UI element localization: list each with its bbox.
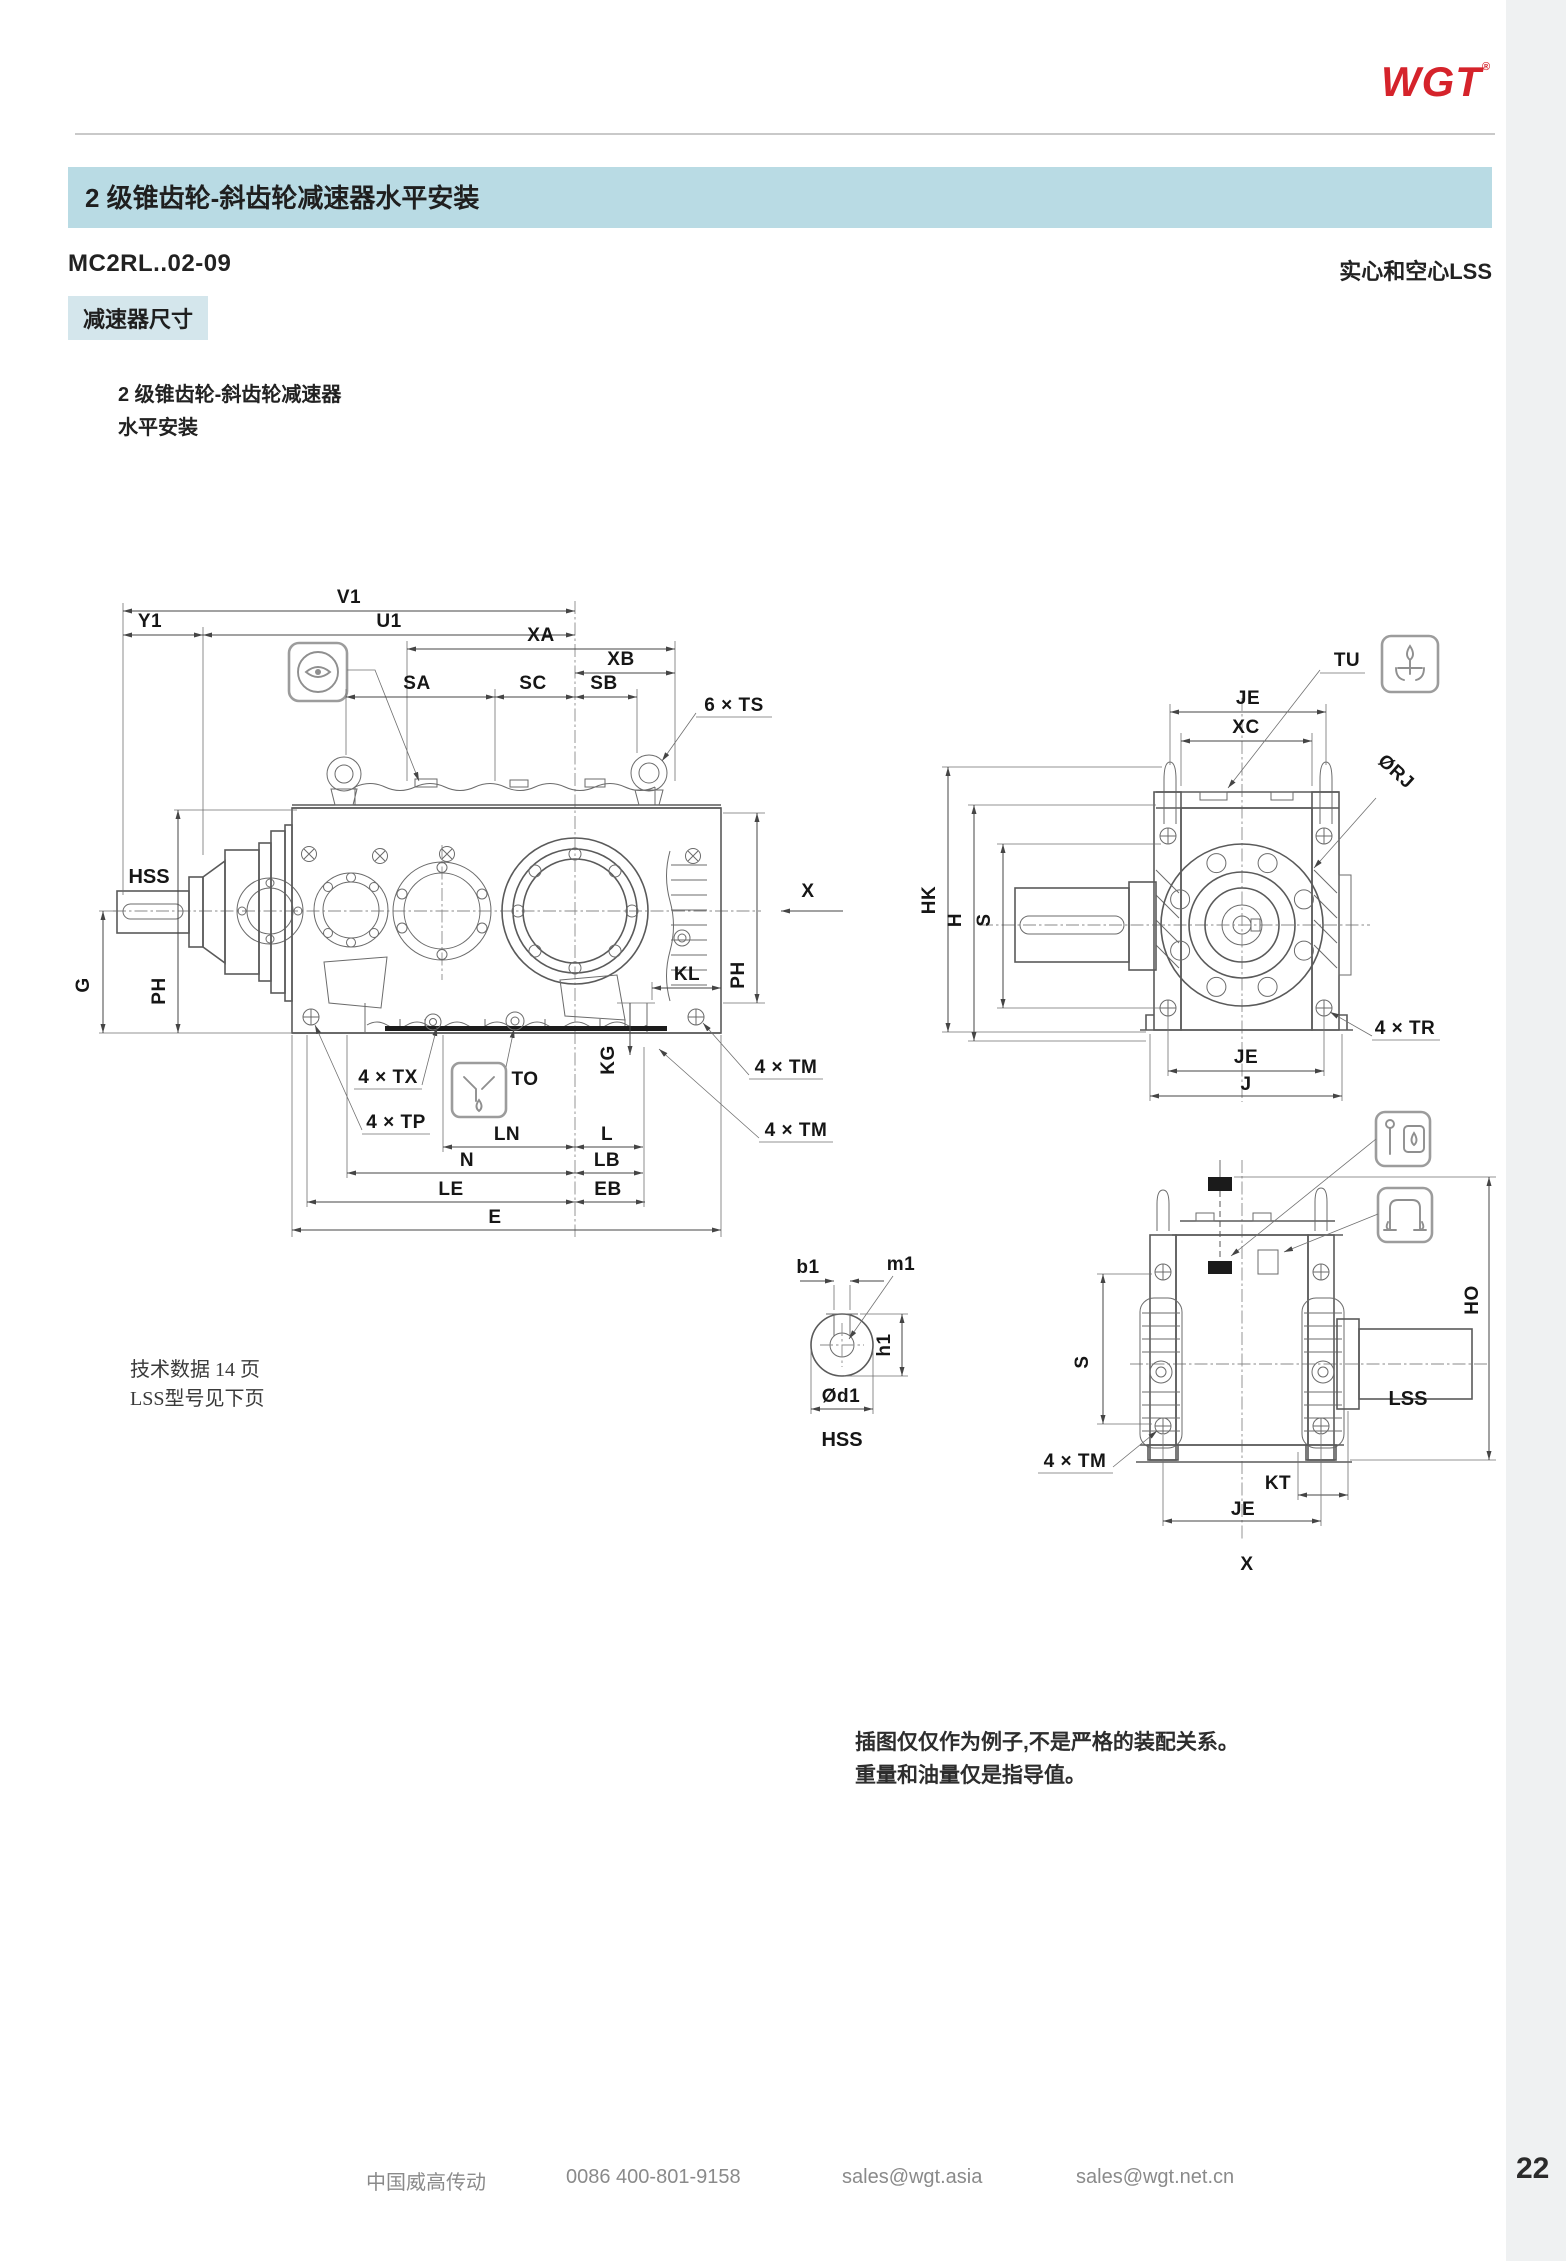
breather-icon bbox=[1380, 634, 1440, 694]
oil-drain-icon bbox=[450, 1028, 515, 1119]
dim-label-sb: SB bbox=[590, 673, 617, 694]
dim-label-b1: b1 bbox=[796, 1257, 819, 1278]
shaft-end-section bbox=[810, 1313, 874, 1377]
subtitle-line1: 2 级锥齿轮-斜齿轮减速器 bbox=[118, 384, 342, 406]
wgt-logo-text: WGT bbox=[1381, 58, 1482, 105]
dim-label-lb: LB bbox=[594, 1150, 620, 1171]
dim-label-y1: Y1 bbox=[138, 611, 162, 632]
dim-label-ph-left: PH bbox=[149, 977, 170, 1004]
dim-label-ln: LN bbox=[494, 1124, 520, 1145]
end-view-drawing: TU JE XC ØRJ HK H S 4 × TR JE J bbox=[919, 634, 1440, 1102]
dim-label-eb: EB bbox=[594, 1179, 621, 1200]
model-code: MC2RL..02-09 bbox=[68, 250, 232, 277]
shaft-end-dimensions bbox=[800, 1275, 908, 1414]
subtitle-line2: 水平安装 bbox=[118, 417, 198, 439]
shaft-label-hss: HSS bbox=[128, 866, 169, 888]
footer-email-primary: sales@wgt.asia bbox=[842, 2166, 983, 2188]
disclaimer-line2: 重量和油量仅是指导值。 bbox=[855, 1764, 1086, 1787]
side-view-labels: HO S LSS 4 × TM KT JE X bbox=[1044, 1285, 1483, 1575]
dim-label-to: TO bbox=[511, 1069, 538, 1090]
dim-label-d1: Ød1 bbox=[822, 1386, 860, 1407]
front-view-dimensions bbox=[99, 603, 843, 1237]
dim-label-tp: 4 × TP bbox=[366, 1112, 426, 1133]
header-divider bbox=[75, 133, 1495, 135]
registered-mark: ® bbox=[1481, 61, 1492, 73]
dim-label-kt: KT bbox=[1265, 1473, 1291, 1494]
front-view-labels: V1 Y1 U1 XA XB SA SC SB 6 × TS HSS G PH … bbox=[73, 587, 827, 1228]
dim-label-sa: SA bbox=[403, 673, 430, 694]
tech-note-line2: LSS型号见下页 bbox=[130, 1388, 265, 1410]
axis-label-x-side: X bbox=[1240, 1554, 1253, 1575]
shaft-label-lss: LSS bbox=[1389, 1388, 1428, 1410]
front-view-drawing: V1 Y1 U1 XA XB SA SC SB 6 × TS HSS G PH … bbox=[73, 587, 843, 1237]
dim-label-ho: HO bbox=[1462, 1285, 1483, 1315]
dim-label-tm-lower: 4 × TM bbox=[765, 1120, 828, 1141]
gearbox-housing bbox=[113, 601, 761, 1237]
page-title: 2 级锥齿轮-斜齿轮减速器水平安装 bbox=[85, 183, 480, 213]
side-view-dimensions bbox=[1038, 1138, 1496, 1526]
tech-note-line1: 技术数据 14 页 bbox=[130, 1359, 260, 1381]
end-view-dimensions bbox=[942, 669, 1440, 1101]
shaft-end-labels: b1 m1 h1 Ød1 HSS bbox=[796, 1254, 915, 1451]
axis-label-x: X bbox=[801, 881, 814, 902]
dim-label-rj: ØRJ bbox=[1374, 751, 1418, 794]
dim-label-v1: V1 bbox=[337, 587, 361, 608]
dim-label-j: J bbox=[1240, 1074, 1251, 1095]
side-view-housing bbox=[1130, 1160, 1490, 1540]
page-edge-shadow bbox=[1506, 0, 1566, 2261]
shaft-type-note: 实心和空心LSS bbox=[1339, 259, 1492, 284]
page-number: 22 bbox=[1516, 2152, 1550, 2185]
sight-glass-icon bbox=[287, 641, 420, 782]
dim-label-ts: 6 × TS bbox=[704, 695, 764, 716]
dim-label-je-top: JE bbox=[1236, 688, 1260, 709]
dim-label-kg: KG bbox=[598, 1045, 619, 1075]
dim-label-h: H bbox=[945, 913, 966, 927]
dim-label-xa: XA bbox=[527, 625, 554, 646]
dim-label-hk: HK bbox=[919, 886, 940, 914]
section-title: 减速器尺寸 bbox=[68, 296, 209, 340]
dim-label-m1: m1 bbox=[887, 1254, 915, 1275]
dim-label-tm-side: 4 × TM bbox=[1044, 1451, 1107, 1472]
oil-dipstick-icon bbox=[1374, 1110, 1432, 1168]
wgt-logo: WGT® bbox=[1381, 58, 1491, 106]
dim-label-h1: h1 bbox=[874, 1333, 895, 1356]
disclaimer-line1: 插图仅仅作为例子,不是严格的装配关系。 bbox=[855, 1731, 1239, 1754]
shaft-end-view-drawing: b1 m1 h1 Ød1 HSS bbox=[796, 1254, 915, 1451]
dim-label-je-side: JE bbox=[1231, 1499, 1255, 1520]
dim-label-kl: KL bbox=[674, 964, 700, 985]
dim-label-le: LE bbox=[438, 1179, 463, 1200]
dim-label-s: S bbox=[974, 913, 995, 926]
footer-company: 中国威高传动 bbox=[366, 2172, 486, 2194]
dim-label-l: L bbox=[601, 1124, 613, 1145]
dim-label-tu: TU bbox=[1334, 650, 1360, 671]
mounting-clamp-icon bbox=[1376, 1186, 1434, 1244]
footer-phone: 0086 400-801-9158 bbox=[566, 2166, 741, 2188]
dim-label-g: G bbox=[73, 977, 94, 992]
dim-label-ph-right: PH bbox=[728, 961, 749, 988]
footer-email-secondary: sales@wgt.net.cn bbox=[1076, 2166, 1235, 2188]
dim-label-s-side: S bbox=[1072, 1355, 1093, 1368]
title-band: 2 级锥齿轮-斜齿轮减速器水平安装 bbox=[68, 167, 1492, 228]
dim-label-tx: 4 × TX bbox=[358, 1067, 418, 1088]
dim-label-tm-upper: 4 × TM bbox=[755, 1057, 818, 1078]
dim-label-xb: XB bbox=[607, 649, 634, 670]
shaft-label-hss-end: HSS bbox=[821, 1429, 862, 1451]
dim-label-n: N bbox=[460, 1150, 474, 1171]
dim-label-sc: SC bbox=[519, 673, 546, 694]
side-view-drawing: HO S LSS 4 × TM KT JE X bbox=[1038, 1110, 1496, 1575]
disclaimer-note: 插图仅仅作为例子,不是严格的装配关系。 重量和油量仅是指导值。 bbox=[855, 1726, 1239, 1792]
tech-note: 技术数据 14 页 LSS型号见下页 bbox=[130, 1356, 264, 1414]
dim-label-e: E bbox=[488, 1207, 501, 1228]
dim-label-je-bottom: JE bbox=[1234, 1047, 1258, 1068]
dim-label-tr: 4 × TR bbox=[1375, 1018, 1436, 1039]
dim-label-xc: XC bbox=[1232, 717, 1259, 738]
dim-label-u1: U1 bbox=[376, 611, 401, 632]
